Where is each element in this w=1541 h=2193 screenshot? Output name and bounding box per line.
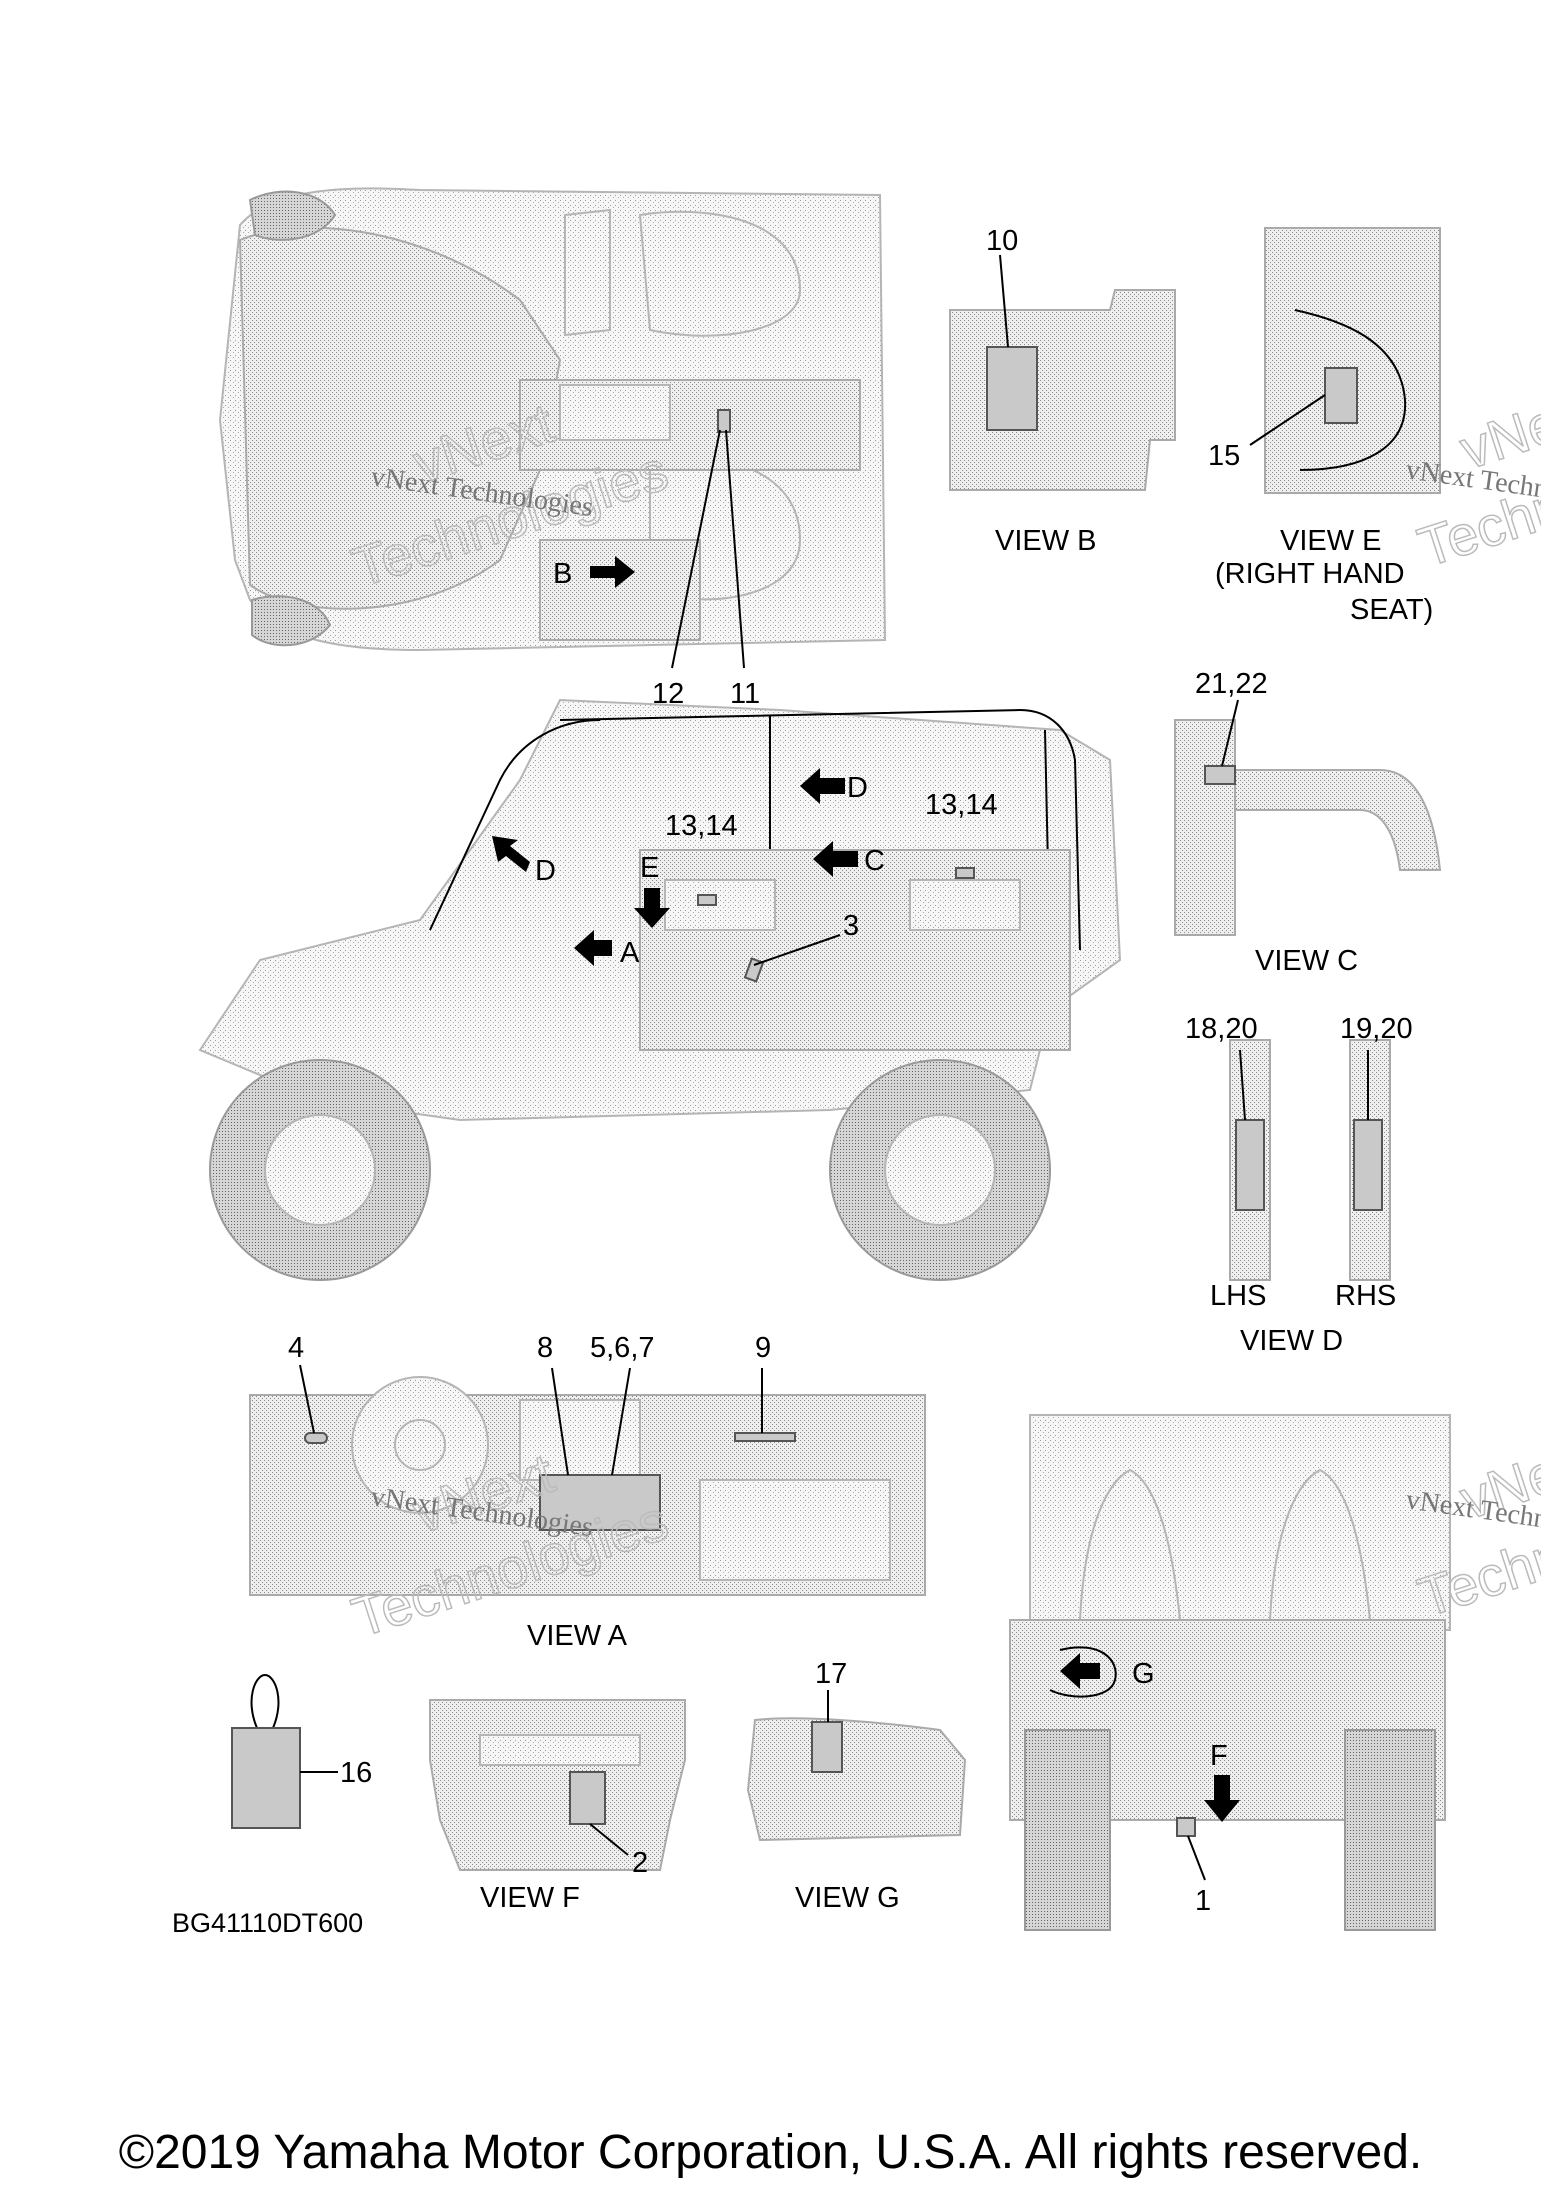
caption-view-c: VIEW C	[1255, 945, 1358, 977]
callout-13-14-b: 13,14	[925, 789, 998, 821]
arrow-d-top-label: D	[847, 772, 868, 804]
arrow-d-left-icon	[492, 836, 530, 872]
arrow-b-icon	[590, 556, 635, 588]
arrow-e-icon	[634, 888, 670, 928]
callout-15: 15	[1208, 440, 1240, 472]
arrow-f-icon	[1204, 1775, 1240, 1822]
caption-view-a: VIEW A	[527, 1620, 628, 1652]
callout-16: 16	[340, 1757, 372, 1789]
arrow-a: A	[574, 930, 640, 969]
arrow-g-label: G	[1132, 1658, 1155, 1690]
callout-1: 1	[1195, 1885, 1211, 1917]
copyright-notice: ©2019 Yamaha Motor Corporation, U.S.A. A…	[118, 2126, 1423, 2179]
callout-19-20: 19,20	[1340, 1013, 1413, 1045]
callout-10: 10	[986, 225, 1018, 257]
arrow-d-top: D	[800, 768, 868, 804]
arrow-b-label: B	[553, 558, 572, 590]
arrow-e: E	[634, 852, 670, 928]
top-view-vehicle	[218, 187, 887, 652]
caption-rhs: RHS	[1335, 1280, 1396, 1312]
arrow-d-top-icon	[800, 768, 845, 804]
callout-3: 3	[843, 910, 859, 942]
view-a-panel	[249, 1364, 926, 1596]
rear-view-vehicle	[1009, 1414, 1451, 1931]
view-d-panel	[1229, 1039, 1391, 1281]
arrow-d-left-label: D	[535, 855, 556, 887]
arrow-c: C	[813, 841, 885, 877]
caption-view-b: VIEW B	[995, 525, 1097, 557]
callout-4: 4	[288, 1332, 304, 1364]
callout-13-14-a: 13,14	[665, 810, 738, 842]
part-code: BG41110DT600	[172, 1908, 363, 1938]
arrow-e-label: E	[640, 852, 659, 884]
view-b-panel	[949, 254, 1176, 491]
view-g-panel	[746, 1690, 967, 1842]
side-view-vehicle	[198, 698, 1122, 1281]
arrow-f-label: F	[1210, 1740, 1228, 1772]
caption-view-e-3: SEAT)	[1350, 594, 1433, 626]
caption-view-g: VIEW G	[795, 1882, 900, 1914]
arrow-a-label: A	[620, 937, 640, 969]
callout-18-20: 18,20	[1185, 1013, 1258, 1045]
arrow-g: G	[1060, 1653, 1155, 1690]
caption-view-f: VIEW F	[480, 1882, 580, 1914]
callout-8: 8	[537, 1332, 553, 1364]
callout-2: 2	[632, 1847, 648, 1879]
arrow-f: F	[1204, 1740, 1240, 1822]
callout-17: 17	[815, 1658, 847, 1690]
arrow-c-label: C	[864, 845, 885, 877]
arrow-b: B	[553, 556, 635, 590]
arrow-c-icon	[813, 841, 858, 877]
callout-9: 9	[755, 1332, 771, 1364]
callout-11: 11	[730, 678, 760, 710]
caption-view-e-1: VIEW E	[1280, 525, 1382, 557]
callout-21-22: 21,22	[1195, 668, 1268, 700]
callout-5-6-7: 5,6,7	[590, 1332, 655, 1364]
arrow-d-left: D	[492, 836, 556, 887]
caption-lhs: LHS	[1210, 1280, 1266, 1312]
caption-view-d: VIEW D	[1240, 1325, 1343, 1357]
view-c-panel	[1174, 699, 1442, 936]
view-f-panel	[429, 1699, 686, 1871]
part-16-tag	[231, 1673, 338, 1829]
caption-view-e-2: (RIGHT HAND	[1215, 558, 1405, 590]
arrow-g-icon	[1060, 1653, 1100, 1689]
view-e-panel	[1249, 227, 1441, 494]
arrow-a-icon	[574, 930, 612, 966]
